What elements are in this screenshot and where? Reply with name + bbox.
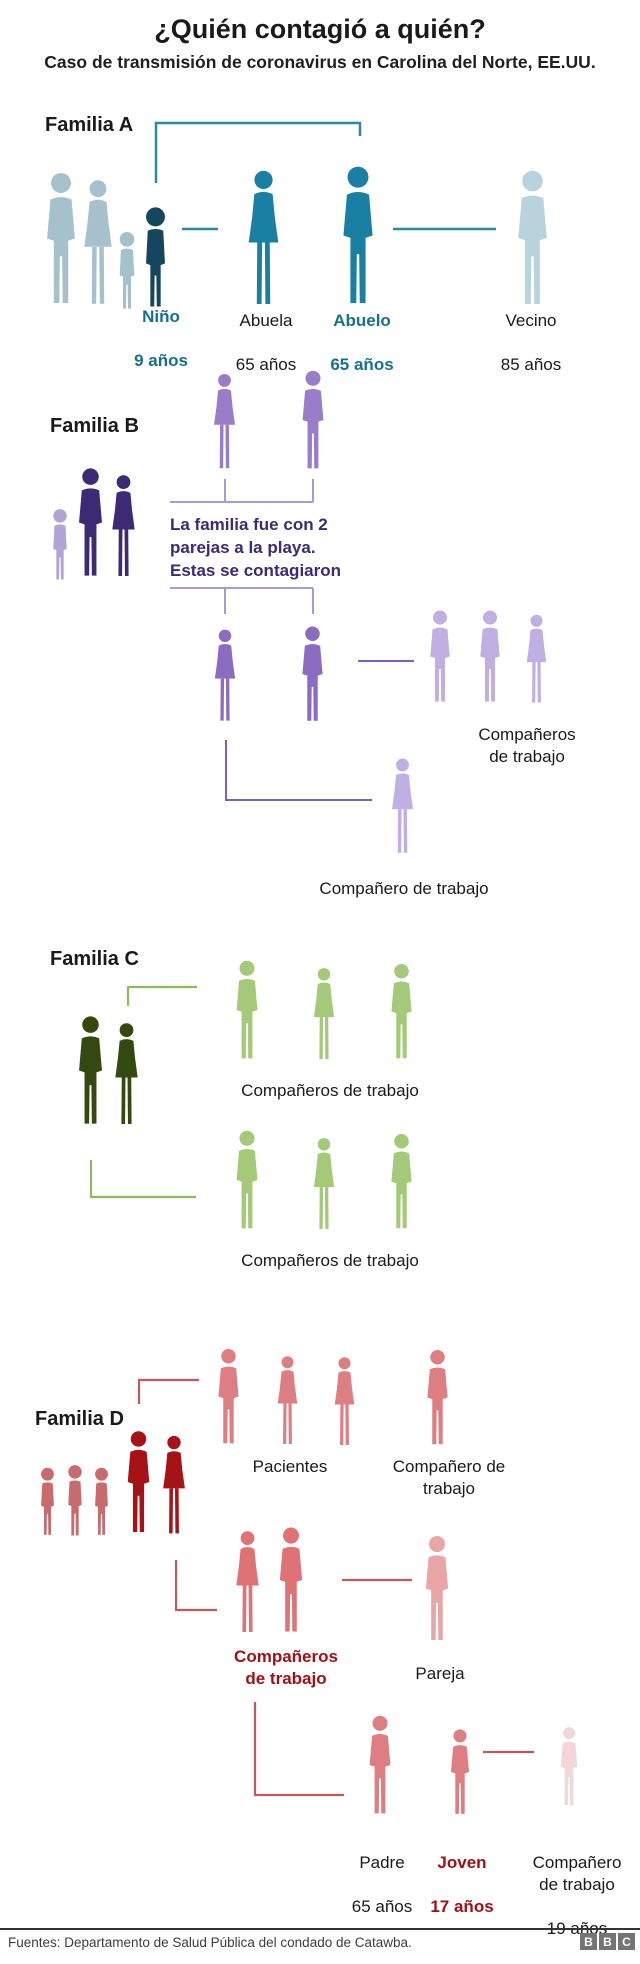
- figure-d-coworker-top: [423, 1342, 452, 1453]
- c-coworkers-label-1: Compañeros de trabajo: [241, 1081, 419, 1100]
- figure-d-coworker-19: [557, 1720, 581, 1813]
- familia-a-label: Familia A: [45, 114, 134, 136]
- figure-b-hijo: [49, 503, 71, 585]
- source-note: Fuentes: Departamento de Salud Pública d…: [8, 1935, 412, 1950]
- d-pacientes-label: Pacientes: [252, 1457, 328, 1476]
- d-padre65-label: Padre 65 años: [351, 1853, 413, 1917]
- abuelo-label: Abuelo 65 años: [330, 311, 394, 375]
- figure-b-pareja2-hombre: [298, 618, 327, 730]
- figure-a-padre: [41, 161, 81, 316]
- familia-b-note: La familia fue con 2 parejas a la playa.…: [170, 515, 342, 580]
- figure-b-pareja1-hombre: [298, 363, 328, 477]
- vecino-label: Vecino 85 años: [500, 311, 562, 375]
- figure-b-coworker-3: [523, 608, 550, 710]
- figure-b-coworker-2: [476, 603, 504, 710]
- bracket-couple2: [170, 587, 314, 614]
- figure-d-pareja: [421, 1527, 453, 1650]
- figure-d-coworker-pair-1: [232, 1522, 263, 1642]
- arrow-coworkers-to-padre: [253, 1702, 344, 1797]
- figure-c-g1-coworker-1: [232, 952, 262, 1068]
- figure-d-paciente-1: [214, 1340, 243, 1453]
- figure-c-g1-coworker-3: [387, 955, 416, 1068]
- d-coworkers-pair-label: Compañeros de trabajo: [234, 1647, 338, 1689]
- b-coworkers-label: Compañeros de trabajo: [478, 725, 576, 767]
- arrow-d-to-coworkers: [174, 1560, 217, 1612]
- arrow-c-to-group1: [126, 985, 197, 1006]
- figure-d-madre: [159, 1428, 189, 1542]
- figure-d-hijo-2: [64, 1458, 86, 1542]
- figure-c-madre: [111, 1015, 142, 1133]
- nino-label: Niño 9 años: [134, 307, 188, 371]
- figure-c-g1-coworker-2: [310, 960, 338, 1068]
- arrow-d-to-pacientes: [137, 1378, 199, 1404]
- page-subtitle: Caso de transmisión de coronavirus en Ca…: [44, 52, 596, 72]
- figure-b-pareja2-mujer: [211, 621, 239, 730]
- d-pareja-label: Pareja: [415, 1664, 465, 1683]
- bbc-logo: B B C: [580, 1933, 635, 1950]
- figure-c-g2-coworker-1: [232, 1122, 262, 1238]
- figure-d-paciente-2: [274, 1348, 301, 1453]
- familia-d-label: Familia D: [35, 1408, 124, 1430]
- figure-c-g2-coworker-2: [310, 1130, 338, 1238]
- arrow-to-single-coworker: [225, 740, 372, 801]
- arrow-c-to-group2: [89, 1160, 196, 1199]
- figure-b-madre: [108, 467, 139, 585]
- figure-d-padre65: [365, 1708, 395, 1822]
- bbc-logo-block: C: [618, 1933, 635, 1950]
- figure-d-padre: [123, 1422, 154, 1542]
- figure-b-padre: [74, 460, 107, 585]
- d-coworker-top-label: Compañero de trabajo: [392, 1457, 506, 1499]
- abuela-label: Abuela 65 años: [235, 311, 297, 375]
- figure-c-g2-coworker-3: [387, 1125, 416, 1238]
- b-coworker-single-label: Compañero de trabajo: [319, 879, 489, 898]
- bbc-logo-block: B: [580, 1933, 597, 1950]
- c-coworkers-label-2: Compañeros de trabajo: [241, 1251, 419, 1270]
- figure-a-madre: [79, 169, 117, 316]
- bracket-couple1: [170, 479, 314, 503]
- figure-b-coworker-1: [426, 603, 454, 710]
- figure-d-coworker-pair-2: [275, 1518, 307, 1642]
- figure-b-pareja1-mujer: [210, 366, 239, 477]
- figure-d-hijo-1: [37, 1460, 58, 1542]
- figure-d-hijo-3: [91, 1460, 112, 1542]
- figure-c-padre: [74, 1008, 107, 1133]
- bbc-logo-block: B: [599, 1933, 616, 1950]
- figure-d-paciente-3: [331, 1350, 358, 1453]
- familia-c-label: Familia C: [50, 948, 139, 970]
- page-title: ¿Quién contagió a quién?: [154, 14, 486, 44]
- footer-divider: [0, 1928, 640, 1930]
- familia-b-label: Familia B: [50, 415, 139, 437]
- figure-b-coworker-single: [388, 750, 417, 862]
- d-joven-label: Joven 17 años: [430, 1853, 494, 1917]
- figure-d-joven: [447, 1722, 473, 1822]
